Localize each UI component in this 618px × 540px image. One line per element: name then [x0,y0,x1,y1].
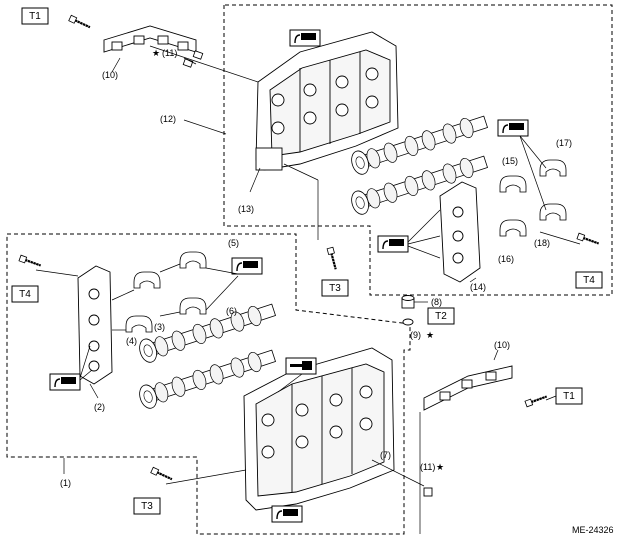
oil-apply-icon-right-mid [377,235,409,253]
bolt-t3-bottom [149,466,175,484]
oil-apply-icon-right-top [497,119,529,137]
cap-3 [133,271,161,289]
callout-18: (18) [534,238,550,248]
carrier-part-14 [439,181,481,283]
oil-apply-icon-left [49,373,81,391]
star-mark-9: ★ [426,330,434,340]
callout-15: (15) [502,156,518,166]
leader-lines-upper [111,45,581,283]
cap-17 [539,159,567,177]
cap-16 [499,219,527,237]
carrier-part-2 [77,265,113,385]
washer-part-9 [402,318,414,326]
callout-9: (9) [410,330,421,340]
camshaft-carrier-upper [255,31,399,171]
callout-17: (17) [556,138,572,148]
svg-text:T3: T3 [141,501,153,512]
leader-7 [371,459,425,487]
callout-11-top: (11) [162,48,177,58]
cover-part-10-right [423,365,513,411]
callout-3: (3) [154,322,165,332]
oil-apply-icon-bottom [271,505,303,523]
liquid-gasket-icon [285,357,317,375]
svg-text:T4: T4 [583,275,595,286]
callout-12: (12) [160,114,176,124]
torque-label-t3-bottom: T3 [133,497,161,515]
group-boundary-upper [223,4,613,296]
torque-label-t4-left: T4 [11,285,39,303]
bolt-t3-center [326,246,340,272]
callout-11-bottom: (11) [420,462,435,472]
star-mark-11-bottom: ★ [436,462,444,472]
torque-label-t2: T2 [427,307,455,325]
svg-text:T1: T1 [29,11,41,22]
cap-5 [179,251,207,269]
dowel-pin-11-bottom [423,487,433,497]
torque-label-t1-right: T1 [555,387,583,405]
callout-16: (16) [498,254,514,264]
reference-code: ME-24326 [572,525,614,535]
group-boundary-lower [6,233,411,535]
callout-10-right: (10) [494,340,510,350]
bolt-t4-left [17,254,43,270]
cap-4 [125,315,153,333]
bolt-t4-right [575,232,601,248]
oil-apply-icon-left-mid [231,257,263,275]
callout-13: (13) [238,204,254,214]
callout-1: (1) [60,478,71,488]
callout-6: (6) [226,306,237,316]
callout-5: (5) [228,238,239,248]
leader-lines-lower [35,263,557,534]
callout-2: (2) [94,402,105,412]
svg-text:T3: T3 [329,283,341,294]
torque-label-t1-top: T1 [21,7,49,25]
torque-label-t3-center: T3 [321,279,349,297]
torque-label-t4-right: T4 [575,271,603,289]
cap-18 [539,203,567,221]
callout-4: (4) [126,336,137,346]
cover-part-10-top [103,25,197,53]
callout-7: (7) [380,450,391,460]
svg-text:T4: T4 [19,289,31,300]
callout-8: (8) [431,297,442,307]
bolt-t1-right [523,392,549,408]
cap-6 [179,297,207,315]
oil-apply-icon-upper [289,29,321,47]
callout-14: (14) [470,282,486,292]
plug-part-8 [401,295,415,309]
callout-10-top: (10) [102,70,118,80]
star-mark-11-top: ★ [152,48,160,58]
cap-15 [499,175,527,193]
camshaft-carrier-lower [243,347,395,511]
bolt-t1-top [67,14,93,32]
svg-text:T1: T1 [563,391,575,402]
svg-text:T2: T2 [435,311,447,322]
